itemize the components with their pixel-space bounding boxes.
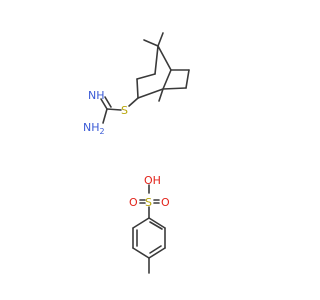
bond (137, 88, 164, 99)
sulfonyl-o-left-label: O (129, 196, 138, 209)
bond (132, 247, 150, 259)
bond (162, 87, 187, 90)
bond (148, 247, 166, 259)
bond (104, 96, 112, 108)
bonds (100, 32, 190, 274)
bond (136, 73, 156, 80)
amine-nh2-label: NH2 (83, 121, 105, 136)
atom-labels: NH NH2 S OH O S O (83, 89, 170, 209)
sulfonyl-s-label: S (145, 196, 152, 209)
bond (100, 98, 108, 110)
bond (154, 45, 159, 75)
bond (157, 45, 172, 71)
structure-drawing: NH NH2 S OH O S O (83, 32, 190, 274)
bond (132, 217, 150, 229)
imine-nh-label: NH (88, 89, 105, 102)
bond (158, 88, 164, 102)
bond (149, 245, 162, 254)
sulfonyl-o-right-label: O (161, 196, 170, 209)
hydroxyl-oh-label: OH (144, 174, 161, 187)
thioether-s-label: S (121, 104, 128, 117)
bond (102, 108, 108, 124)
bond (128, 97, 139, 107)
bond (136, 78, 139, 99)
bond (162, 69, 172, 90)
bond (157, 32, 164, 47)
bond (149, 221, 163, 230)
bond (106, 108, 122, 111)
bond (143, 39, 159, 47)
bond (148, 217, 166, 229)
bond (185, 69, 190, 89)
